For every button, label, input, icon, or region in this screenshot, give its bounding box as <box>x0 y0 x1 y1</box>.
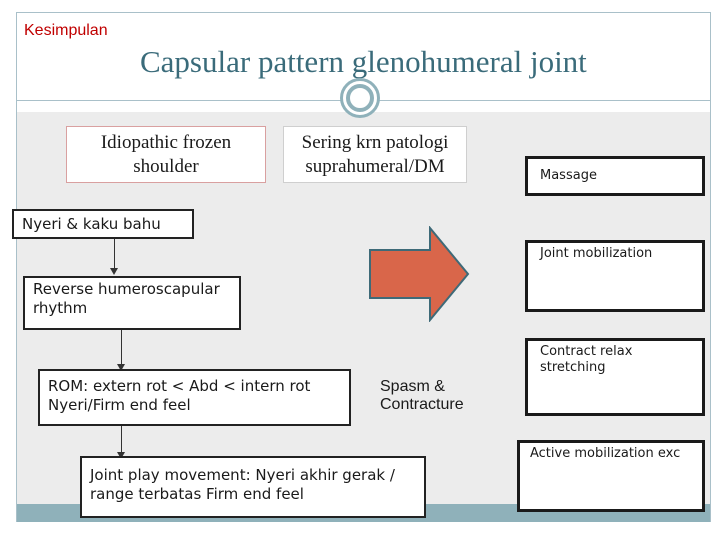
secondary-cause-box: Sering krn patologi suprahumeral/DM <box>283 126 467 183</box>
reverse-rhythm-box: Reverse humeroscapular rhythm <box>23 276 241 330</box>
connector-arrowhead-2 <box>117 364 125 371</box>
connector-line-2 <box>121 330 122 365</box>
idiopathic-frozen-shoulder-label: Idiopathic frozen shoulder <box>100 131 232 177</box>
right-arrow-shape <box>369 226 470 322</box>
treatment-massage-label: Massage <box>540 167 597 183</box>
treatment-contract-relax-label: Contract relax stretching <box>540 344 633 376</box>
joint-play-label: Joint play movement: Nyeri akhir gerak /… <box>90 466 395 503</box>
section-label: Kesimpulan <box>24 22 108 39</box>
treatment-active-mobilization-label: Active mobilization exc <box>530 446 681 461</box>
reverse-rhythm-label: Reverse humeroscapular rhythm <box>33 280 220 317</box>
joint-play-box: Joint play movement: Nyeri akhir gerak /… <box>80 456 426 518</box>
treatment-joint-mobilization-box: Joint mobilization <box>525 240 705 312</box>
secondary-cause-label: Sering krn patologi suprahumeral/DM <box>301 131 449 177</box>
connector-arrowhead-3 <box>117 452 125 459</box>
spasm-contracture-label: Spasm & Contracture <box>380 378 464 413</box>
treatment-active-mobilization-box: Active mobilization exc <box>517 440 705 512</box>
pain-stiffness-box: Nyeri & kaku bahu <box>12 209 194 239</box>
treatment-joint-mobilization-label: Joint mobilization <box>540 246 653 261</box>
rom-box: ROM: extern rot < Abd < intern rot Nyeri… <box>38 369 351 426</box>
rom-label: ROM: extern rot < Abd < intern rot Nyeri… <box>48 377 311 414</box>
right-arrow-fill <box>369 226 470 322</box>
pain-stiffness-label: Nyeri & kaku bahu <box>22 214 161 233</box>
connector-line-3 <box>121 426 122 453</box>
title-ring-ornament-inner <box>346 84 374 112</box>
slide-title: Capsular pattern glenohumeral joint <box>140 44 587 79</box>
idiopathic-frozen-shoulder-box: Idiopathic frozen shoulder <box>66 126 266 183</box>
connector-arrowhead-1 <box>110 268 118 275</box>
connector-line-1 <box>114 239 115 269</box>
treatment-contract-relax-box: Contract relax stretching <box>525 338 705 416</box>
treatment-massage-box: Massage <box>525 156 705 196</box>
